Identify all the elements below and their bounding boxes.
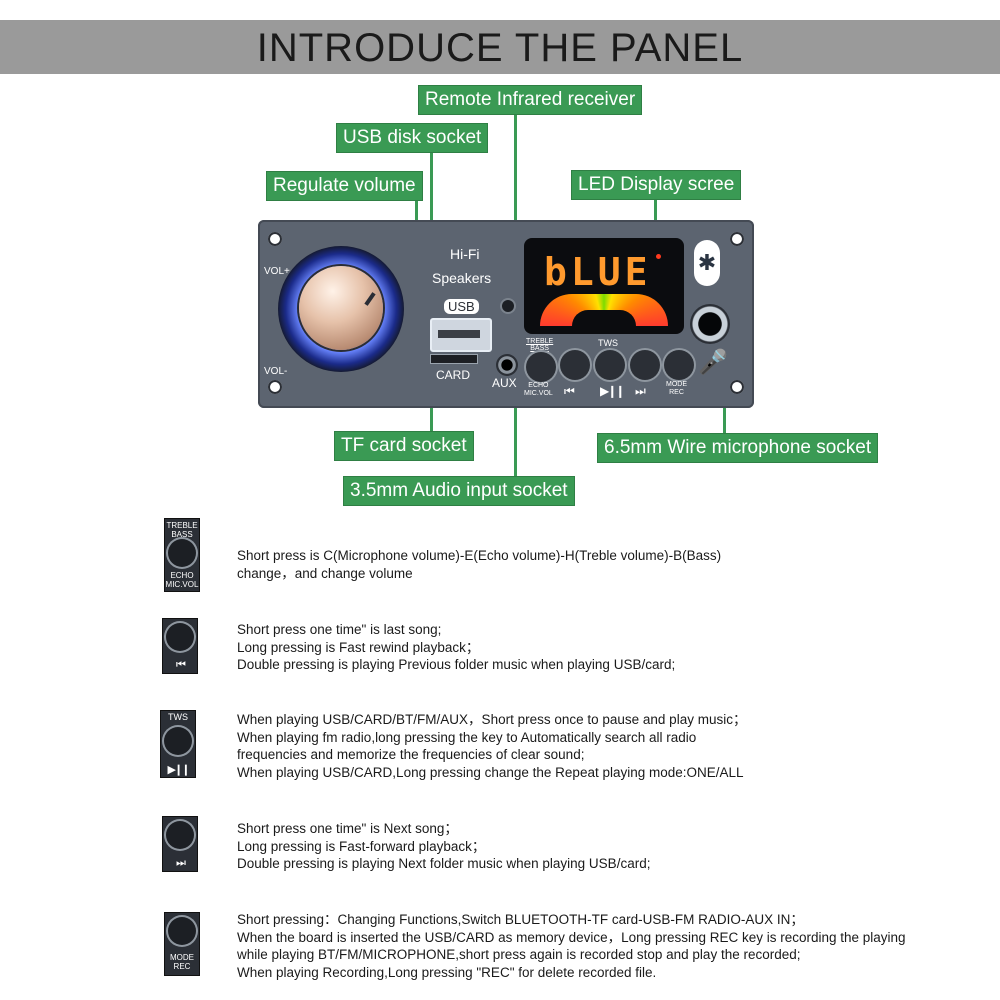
leader-remote-ir	[514, 110, 517, 310]
callout-volume: Regulate volume	[266, 171, 423, 201]
desc-line: Short press one time" is Next song；	[237, 821, 458, 836]
mount-hole-top-right	[730, 232, 744, 246]
desc-line: frequencies and memorize the frequencies…	[237, 747, 585, 762]
tf-card-slot[interactable]	[430, 354, 478, 364]
desc-line: Long pressing is Fast rewind playback；	[237, 639, 480, 655]
tile-label-bottom: MODE REC	[170, 953, 194, 971]
play-pause-icon: ▶❙❙	[167, 764, 191, 776]
tws-label: TWS	[598, 338, 618, 348]
card-label: CARD	[436, 368, 471, 382]
tws-label: TWS	[168, 712, 188, 722]
desc-line: Double pressing is playing Previous fold…	[237, 657, 676, 672]
legend-desc-prev: Short press one time" is last song; Long…	[237, 621, 675, 674]
desc-line: When playing Recording,Long pressing "RE…	[237, 964, 657, 980]
desc-line: while playing BT/FM/MICROPHONE,short pre…	[237, 947, 801, 962]
tile-button	[168, 917, 196, 945]
legend-tile-play-pause: TWS ▶❙❙	[160, 710, 196, 778]
desc-line: Short pressing：Changing Functions,Switch…	[237, 912, 804, 927]
speakers-label: Speakers	[432, 270, 492, 286]
legend-desc-treble-bass: Short press is C(Microphone volume)-E(Ec…	[237, 547, 721, 582]
hifi-label: Hi-Fi	[450, 246, 480, 262]
mode-rec-button[interactable]	[664, 350, 694, 380]
tile-label-bottom: ECHO MIC.VOL	[165, 571, 199, 589]
bluetooth-icon: ✱	[694, 240, 720, 286]
tile-button	[166, 821, 194, 849]
callout-usb-socket: USB disk socket	[336, 123, 489, 153]
prev-icon: ⏮	[564, 384, 575, 398]
aux-jack[interactable]	[496, 354, 518, 376]
prev-button[interactable]	[560, 350, 590, 380]
microphone-icon: 🎤	[698, 349, 728, 376]
desc-line: When playing fm radio,long pressing the …	[237, 729, 697, 745]
legend-tile-next: ⏭	[162, 816, 198, 872]
desc-line: When playing USB/CARD,Long pressing chan…	[237, 764, 744, 780]
desc-line: Short press one time" is last song;	[237, 622, 442, 637]
legend-tile-treble-bass: TREBLE BASS ECHO MIC.VOL	[164, 518, 200, 592]
callout-remote-ir: Remote Infrared receiver	[418, 85, 643, 115]
callout-mic-socket: 6.5mm Wire microphone socket	[597, 433, 879, 463]
play-pause-icon: ▶❙❙	[600, 384, 625, 398]
play-pause-button[interactable]	[595, 350, 625, 380]
spectrum-arc-mask	[572, 310, 636, 326]
desc-line: When the board is inserted the USB/CARD …	[237, 929, 906, 945]
volume-knob[interactable]	[299, 266, 383, 350]
display-indicator	[656, 254, 661, 259]
vol-plus-label: VOL+	[264, 266, 290, 277]
display-text: bLUE	[544, 250, 652, 294]
mount-hole-bottom-left	[268, 380, 282, 394]
legend-desc-mode-rec: Short pressing：Changing Functions,Switch…	[237, 911, 906, 981]
vol-minus-label: VOL-	[264, 366, 288, 377]
mount-hole-bottom-right	[730, 380, 744, 394]
device-panel: VOL+ VOL- Hi-Fi Speakers USB CARD AUX bL…	[258, 220, 754, 408]
tile-button	[164, 727, 192, 755]
desc-line: Long pressing is Fast-forward playback；	[237, 838, 486, 854]
usb-socket[interactable]	[430, 318, 492, 352]
usb-label: USB	[444, 299, 479, 314]
treble-bass-button[interactable]	[526, 352, 556, 382]
desc-line: Double pressing is playing Next folder m…	[237, 856, 651, 871]
callout-aux-input: 3.5mm Audio input socket	[343, 476, 575, 506]
callout-led-display: LED Display scree	[571, 170, 742, 200]
legend-tile-prev: ⏮	[162, 618, 198, 674]
desc-line: Short press is C(Microphone volume)-E(Ec…	[237, 548, 722, 563]
tile-button	[168, 539, 196, 567]
prev-icon: ⏮	[176, 659, 186, 671]
tile-button	[166, 623, 194, 651]
page-title: INTRODUCE THE PANEL	[256, 26, 744, 70]
legend-tile-mode-rec: MODE REC	[164, 912, 200, 976]
mic-socket[interactable]	[690, 304, 730, 344]
legend-desc-next: Short press one time" is Next song； Long…	[237, 820, 650, 873]
next-icon: ⏭	[176, 857, 186, 869]
mount-hole-top-left	[268, 232, 282, 246]
header-banner	[0, 20, 1000, 74]
leader-aux	[514, 380, 517, 478]
tile-label-top: TREBLE BASS	[166, 521, 198, 539]
legend-desc-play-pause: When playing USB/CARD/BT/FM/AUX，Short pr…	[237, 711, 746, 781]
callout-tf-card: TF card socket	[334, 431, 474, 461]
aux-label: AUX	[492, 376, 517, 390]
desc-line: When playing USB/CARD/BT/FM/AUX，Short pr…	[237, 712, 747, 727]
next-button[interactable]	[630, 350, 660, 380]
desc-line: change，and change volume	[237, 565, 413, 581]
ir-receiver	[502, 300, 514, 312]
next-icon: ⏭	[635, 384, 646, 398]
